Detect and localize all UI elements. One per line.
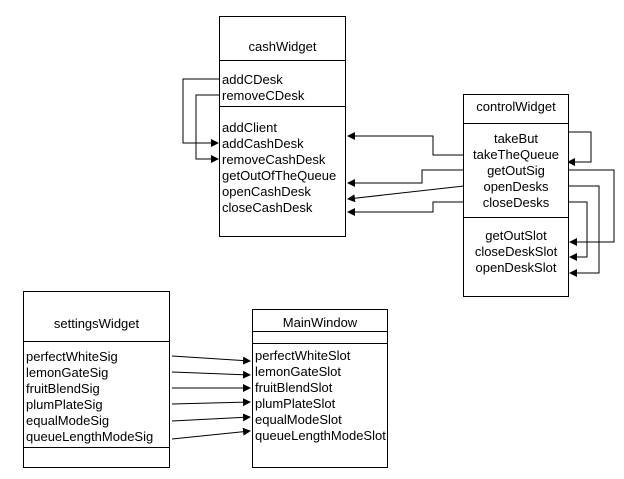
settings-signal-item: fruitBlendSig	[26, 381, 100, 396]
connector-takeTheQueue-to-addClient	[347, 132, 464, 156]
main-window-box: MainWindow perfectWhiteSlot lemonGateSlo…	[252, 309, 388, 468]
main-slot-item: plumPlateSlot	[255, 396, 336, 411]
main-window-slots: perfectWhiteSlot lemonGateSlot fruitBlen…	[253, 348, 387, 444]
main-slot-item: queueLengthModeSlot	[255, 428, 386, 443]
main-window-divider-slots	[253, 343, 387, 344]
control-signal-item: openDesks	[483, 179, 549, 194]
cash-slot-item: openCashDesk	[222, 184, 311, 199]
settings-signal-item: perfectWhiteSig	[26, 349, 118, 364]
cash-widget-title: cashWidget	[248, 39, 317, 54]
connector-lemonGate	[171, 370, 251, 379]
cash-signal-item: removeCDesk	[222, 88, 305, 103]
connector-openDesks-to-openCashDesk	[347, 185, 465, 203]
main-slot-item: perfectWhiteSlot	[255, 348, 351, 363]
settings-widget-divider-title	[24, 341, 169, 342]
main-window-divider-title	[253, 331, 387, 332]
control-slot-item: closeDeskSlot	[474, 244, 558, 259]
connector-addCDesk-to-addCashDesk	[182, 78, 220, 147]
control-widget-title: controlWidget	[476, 99, 556, 114]
connector-takeBut-loop	[567, 131, 592, 166]
cash-slot-item: closeCashDesk	[222, 200, 313, 215]
connector-queueLengthMode	[171, 427, 251, 440]
main-slot-item: lemonGateSlot	[255, 364, 341, 379]
settings-widget-box: settingsWidget perfectWhiteSig lemonGate…	[23, 291, 170, 468]
settings-signal-item: equalModeSig	[26, 413, 110, 428]
connector-removeCDesk-to-removeCashDesk	[195, 94, 220, 163]
control-signal-item: closeDesks	[482, 195, 550, 210]
main-slot-item: equalModeSlot	[255, 412, 342, 427]
cash-signal-item: addCDesk	[222, 72, 283, 87]
settings-signal-item: plumPlateSig	[26, 397, 103, 412]
settings-signal-item: queueLengthModeSig	[26, 429, 154, 444]
control-signal-item: takeTheQueue	[472, 147, 559, 162]
control-widget-slots: getOutSlot closeDeskSlot openDeskSlot	[464, 228, 568, 276]
settings-widget-signals: perfectWhiteSig lemonGateSig fruitBlendS…	[24, 349, 169, 445]
connector-closeDesks-to-closeDeskSlot	[568, 201, 588, 261]
cash-slot-item: addCashDesk	[222, 136, 304, 151]
cash-slot-item: getOutOfTheQueue	[222, 168, 337, 183]
connector-perfectWhite	[171, 355, 251, 365]
settings-signal-item: lemonGateSig	[26, 365, 109, 380]
main-window-title: MainWindow	[282, 315, 358, 330]
cash-widget-signals: addCDesk removeCDesk	[220, 72, 345, 104]
control-slot-item: openDeskSlot	[475, 260, 557, 275]
control-slot-item: getOutSlot	[485, 228, 547, 243]
settings-widget-title: settingsWidget	[53, 316, 140, 331]
cash-widget-box: cashWidget addCDesk removeCDesk addClien…	[219, 16, 346, 237]
cash-widget-divider-slots	[220, 106, 345, 107]
connector-closeDesks-to-closeCashDesk	[347, 201, 464, 216]
cash-widget-slots: addClient addCashDesk removeCashDesk get…	[220, 120, 345, 216]
control-widget-divider-slots	[464, 217, 568, 218]
connector-openDesks-to-openDeskSlot	[568, 185, 600, 277]
connector-getOutSig-to-getOutOfTheQueue	[347, 169, 464, 187]
cash-slot-item: removeCashDesk	[222, 152, 326, 167]
main-slot-item: fruitBlendSlot	[255, 380, 333, 395]
cash-widget-divider-title	[220, 60, 345, 61]
connector-plumPlate	[171, 398, 251, 407]
connector-equalMode	[171, 413, 251, 422]
settings-widget-divider-bottom	[24, 447, 169, 448]
control-signal-item: getOutSig	[487, 163, 545, 178]
control-widget-divider-title	[464, 123, 568, 124]
cash-slot-item: addClient	[222, 120, 277, 135]
connector-getOutSig-to-getOutSlot	[568, 169, 615, 246]
control-widget-signals: takeBut takeTheQueue getOutSig openDesks…	[464, 131, 568, 211]
control-widget-box: controlWidget takeBut takeTheQueue getOu…	[463, 94, 569, 297]
control-signal-item: takeBut	[493, 131, 539, 146]
